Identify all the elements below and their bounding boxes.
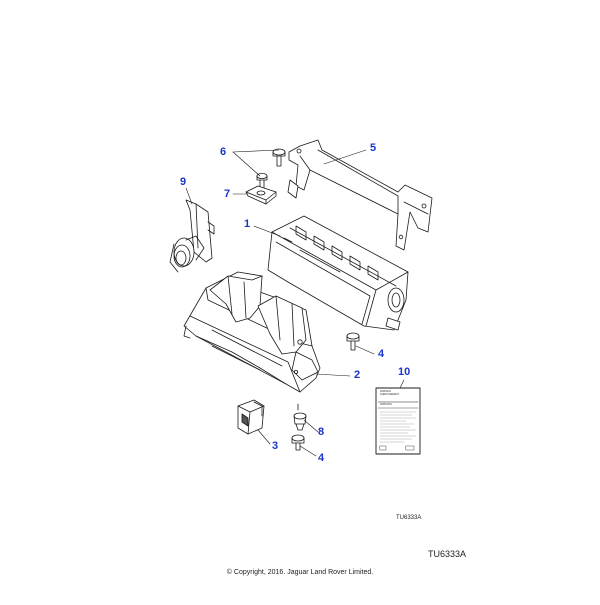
part-9-duct	[169, 199, 215, 273]
illustration-code-small: TU6333A	[396, 515, 422, 521]
leader-10	[399, 379, 405, 389]
part-3-clip	[237, 399, 265, 435]
callout-6: 6	[220, 146, 227, 158]
callout-5: 5	[370, 142, 377, 154]
callout-3: 3	[272, 440, 279, 452]
copyright-notice: © Copyright, 2016. Jaguar Land Rover Lim…	[226, 569, 374, 576]
callout-1: 1	[244, 218, 251, 230]
warning-label-line-3: WARNUNG	[380, 404, 393, 406]
warning-label-line-2: AVERTISSEMENT	[380, 394, 400, 396]
leader-3	[257, 429, 271, 445]
leader-9	[185, 187, 193, 205]
part-10-warning-label	[375, 387, 421, 455]
part-4-bolt-lower	[291, 434, 305, 451]
leader-6-b	[232, 151, 261, 177]
part-6-bolt	[272, 148, 286, 167]
callout-4-lower: 4	[318, 452, 325, 464]
part-4-bolt-right	[346, 332, 360, 351]
leader-4-right	[355, 345, 375, 355]
part-7-nut	[245, 185, 277, 205]
leader-lines	[185, 149, 405, 457]
warning-label-line-1: WARNING	[380, 391, 392, 393]
illustration-code: TU6333A	[428, 549, 467, 559]
callout-10: 10	[398, 366, 411, 378]
callout-4-right: 4	[378, 348, 385, 360]
part-1-airbag-module	[267, 215, 409, 331]
leader-8	[303, 419, 319, 433]
part-2-panel	[183, 271, 321, 393]
leader-6-a	[232, 149, 280, 153]
leader-5	[323, 149, 367, 165]
callout-7: 7	[224, 188, 231, 200]
part-5-bracket	[287, 139, 433, 251]
leader-4-lower	[299, 445, 317, 457]
callout-9: 9	[180, 176, 187, 188]
callout-2: 2	[354, 369, 361, 381]
part-8-clip-nut	[293, 403, 307, 431]
callout-8: 8	[318, 426, 325, 438]
leader-2	[315, 373, 351, 377]
leader-1	[253, 225, 281, 237]
